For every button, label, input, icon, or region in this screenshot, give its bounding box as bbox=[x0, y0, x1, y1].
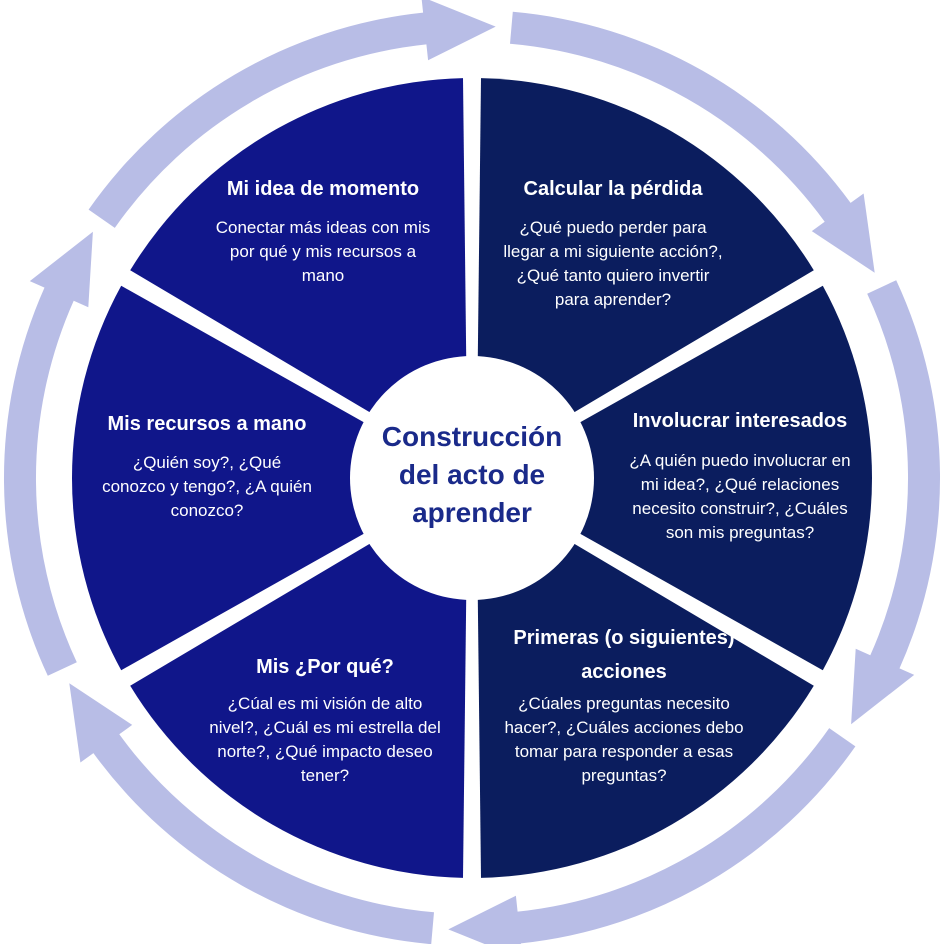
segments bbox=[71, 78, 873, 878]
segment-involucrar-body: ¿A quién puedo involucrar en mi idea?, ¿… bbox=[629, 451, 851, 542]
arrow-top-right bbox=[88, 0, 496, 228]
segment-mi-idea-title: Mi idea de momento bbox=[226, 178, 420, 200]
arrow-left bbox=[69, 683, 434, 944]
arrow-bottom-left bbox=[448, 728, 856, 944]
segment-involucrar-title: Involucrar interesados bbox=[632, 410, 848, 432]
ring-arrows bbox=[3, 0, 941, 944]
segment-primeras-title: Primeras (o siguientes) acciones bbox=[513, 627, 735, 683]
segment-calcular-title: Calcular la pérdida bbox=[523, 178, 703, 200]
arrow-right bbox=[510, 11, 875, 273]
arrow-top-left bbox=[3, 231, 93, 676]
arrow-bottom-right bbox=[851, 280, 941, 725]
segment-recursos-title: Mis recursos a mano bbox=[107, 413, 307, 435]
segment-mi-idea bbox=[130, 78, 468, 471]
segment-porque-body: ¿Cúal es mi visión de alto nivel?, ¿Cuál… bbox=[209, 694, 441, 785]
segment-recursos-body: ¿Quién soy?, ¿Qué conozco y tengo?, ¿A q… bbox=[102, 453, 312, 520]
segment-porque bbox=[130, 485, 468, 878]
segment-primeras-body: ¿Cúales preguntas necesito hacer?, ¿Cuál… bbox=[504, 694, 744, 785]
segment-calcular-body: ¿Qué puedo perder para llegar a mi sigui… bbox=[503, 218, 723, 309]
segment-primeras bbox=[476, 485, 814, 878]
center-label: Construcción del acto de aprender bbox=[381, 421, 563, 528]
segment-recursos bbox=[71, 285, 463, 671]
segment-mi-idea-body: Conectar más ideas con mis por qué y mis… bbox=[215, 218, 431, 285]
center-circle bbox=[350, 356, 594, 600]
segment-calcular bbox=[476, 78, 814, 471]
segment-porque-title: Mis ¿Por qué? bbox=[256, 656, 394, 678]
segment-involucrar bbox=[481, 285, 873, 671]
